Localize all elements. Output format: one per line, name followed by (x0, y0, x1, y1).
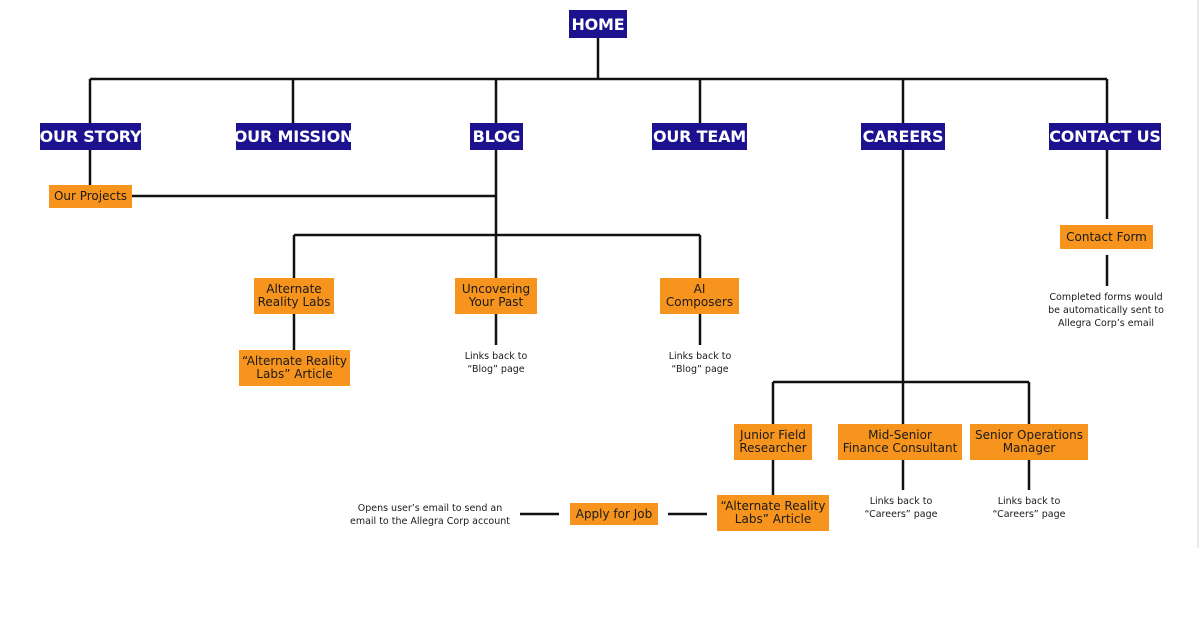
senior-ops-links-note: Links back to “Careers” page (992, 496, 1066, 520)
alternate-reality-labs-node: Alternate Reality Labs (254, 278, 334, 314)
junior-field-researcher-node: Junior Field Researcher (734, 424, 812, 460)
senior-operations-manager-node: Senior Operations Manager (970, 424, 1088, 460)
our-team-node: OUR TEAM (652, 123, 747, 150)
uncovering-your-past-node: Uncovering Your Past (455, 278, 537, 314)
blog-node: BLOG (470, 123, 523, 150)
careers-article-node: “Alternate Reality Labs” Article (717, 495, 829, 531)
our-story-node: OUR STORY (40, 123, 142, 150)
home-node: HOME (569, 10, 627, 38)
contact-form-node: Contact Form (1060, 225, 1153, 249)
apply-for-job-node: Apply for Job (570, 503, 658, 525)
ai-composers-node: AI Composers (660, 278, 739, 314)
ai-links-note: Links back to “Blog” page (668, 351, 732, 375)
our-mission-node: OUR MISSION (234, 123, 353, 150)
mid-senior-finance-consultant-node: Mid-Senior Finance Consultant (838, 424, 962, 460)
alternate-reality-labs-article-node: “Alternate Reality Labs” Article (239, 350, 350, 386)
contact-form-note: Completed forms would be automatically s… (1048, 292, 1164, 329)
our-projects-node: Our Projects (49, 185, 132, 208)
careers-node: CAREERS (861, 123, 945, 150)
mid-senior-links-note: Links back to “Careers” page (864, 496, 938, 520)
contact-us-node: CONTACT US (1049, 123, 1161, 150)
apply-for-job-note: Opens user’s email to send an email to t… (349, 503, 511, 527)
uncovering-links-note: Links back to “Blog” page (464, 351, 528, 375)
